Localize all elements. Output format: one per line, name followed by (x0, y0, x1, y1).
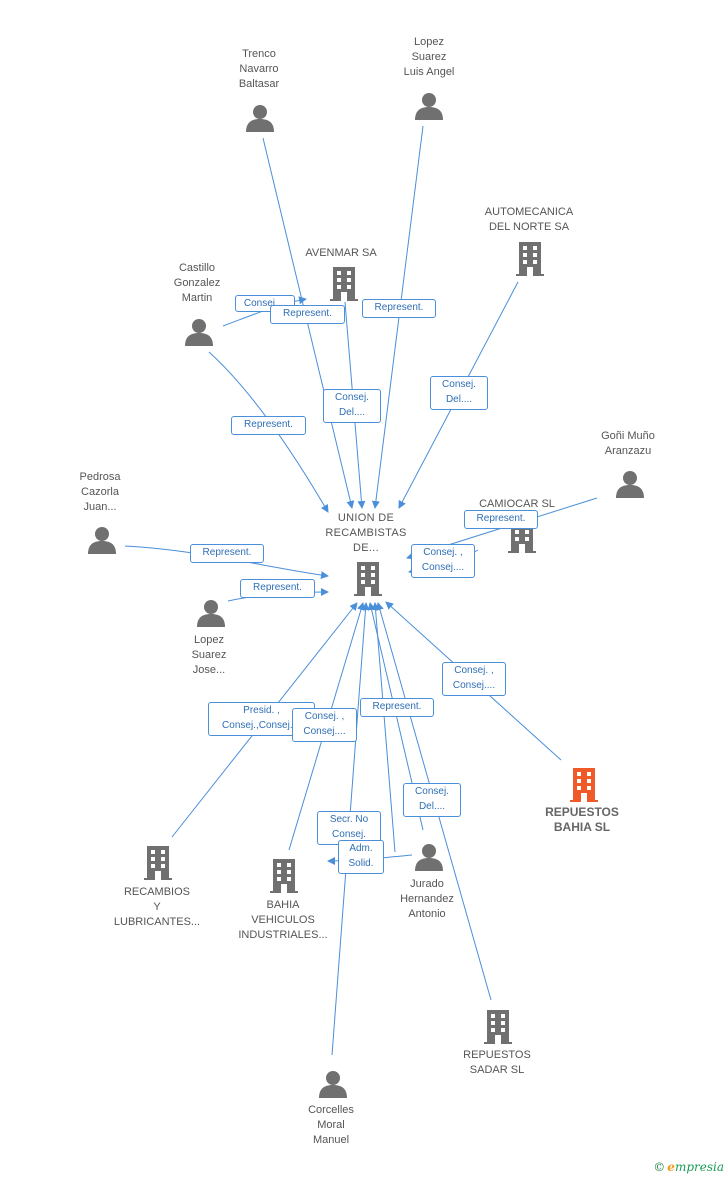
edge-label-bahia-vehiculos-consej[interactable]: Consej. ,Consej.... (292, 708, 357, 742)
edge-jurado-2 (371, 602, 396, 853)
edge-label-camiocar-consej[interactable]: Consej. ,Consej.... (411, 544, 475, 578)
edge-label-lopez-luis-represent[interactable]: Represent. (362, 299, 436, 318)
recambios-building-icon (144, 846, 172, 880)
node-icons (88, 93, 644, 1098)
brand-watermark: ©empresia (653, 1160, 724, 1174)
corcelles-person-icon (319, 1071, 347, 1098)
lopez-luis-person-icon (415, 93, 443, 120)
edge-label-goni-represent[interactable]: Represent. (464, 510, 538, 529)
brand-logo-text: mpresia (674, 1160, 724, 1174)
edge-castillo-center (208, 351, 329, 513)
bahia-vehiculos-building-icon (270, 859, 298, 893)
edge-label-jurado-consej[interactable]: Consej.Del.... (403, 783, 461, 817)
edge-label-automecanica-consej[interactable]: Consej.Del.... (430, 376, 488, 410)
repuestos-bahia-building-icon (570, 768, 598, 802)
avenmar-building-icon (330, 267, 358, 301)
castillo-person-icon (185, 319, 213, 346)
pedrosa-person-icon (88, 527, 116, 554)
edge-label-trenco-represent[interactable]: Represent. (270, 305, 345, 324)
node-label-camiocar[interactable]: CAMIOCAR SL (479, 498, 555, 510)
edge-label-corcelles-adm[interactable]: Adm.Solid. (338, 840, 384, 874)
repuestos-sadar-building-icon (484, 1010, 512, 1044)
edge-label-avenmar-consej[interactable]: Consej.Del.... (323, 389, 381, 423)
edge-label-lopez-jose-represent[interactable]: Represent. (240, 579, 315, 598)
edge-label-repuestos-bahia-consej[interactable]: Consej. ,Consej.... (442, 662, 506, 696)
center-building-icon (354, 562, 382, 596)
jurado-person-icon (415, 844, 443, 871)
copyright-symbol: © (653, 1160, 666, 1174)
node-label-avenmar[interactable]: AVENMAR SA (305, 247, 377, 259)
edge-label-jurado-represent[interactable]: Represent. (360, 698, 434, 717)
brand-logo-initial: e (667, 1160, 675, 1174)
edge-label-pedrosa-represent[interactable]: Represent. (190, 544, 264, 563)
automecanica-building-icon (516, 242, 544, 276)
edge-label-castillo-represent[interactable]: Represent. (231, 416, 306, 435)
trenco-person-icon (246, 105, 274, 132)
lopez-jose-person-icon (197, 600, 225, 627)
goni-person-icon (616, 471, 644, 498)
